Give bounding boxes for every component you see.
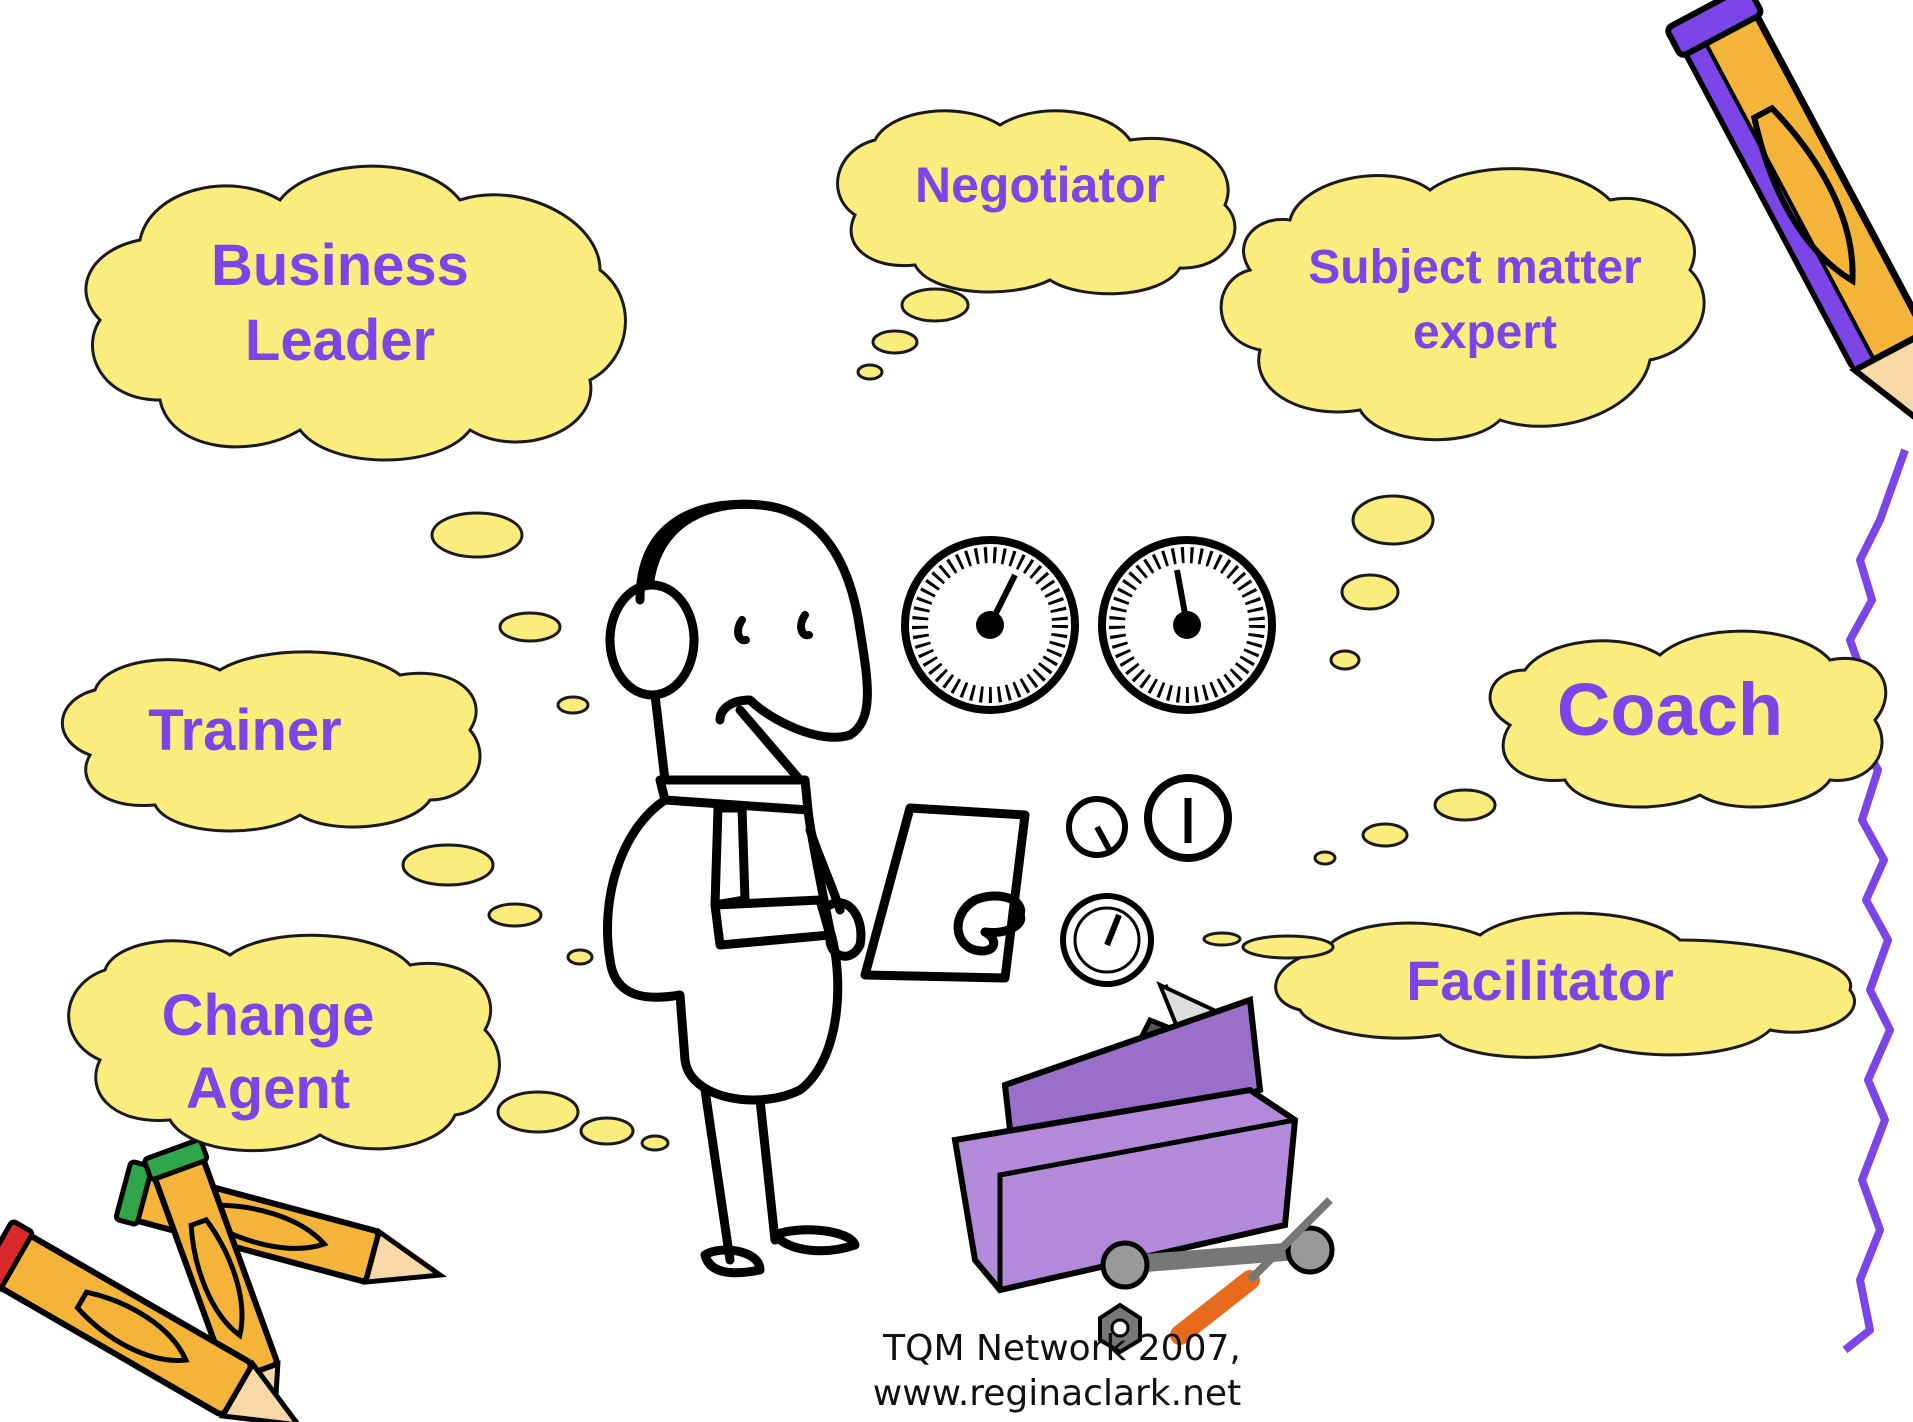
gauge-icon (1144, 774, 1232, 862)
purple-squiggle-line (1842, 448, 1909, 1354)
thought-dot (430, 511, 524, 559)
thought-dot (487, 902, 543, 928)
gauge-icon (1060, 893, 1154, 987)
thought-dot (579, 1116, 635, 1146)
bubble-label: Subject matter (1308, 241, 1641, 294)
bubble-trainer: Trainer (61, 650, 482, 833)
bubble-label: Agent (186, 1056, 350, 1121)
thought-dot (871, 329, 919, 355)
thought-dot (498, 611, 562, 643)
bubble-label: Facilitator (1406, 949, 1674, 1012)
footer-line-1: TQM Network 2007, (882, 1328, 1241, 1369)
thought-dot (1241, 934, 1335, 960)
gauge-icon (901, 536, 1079, 714)
thought-dot (1329, 649, 1361, 671)
thought-dot (1340, 573, 1400, 611)
person-with-headphones-illustration (603, 499, 1030, 1278)
bubble-label: Trainer (148, 698, 341, 763)
bubble-coach: Coach (1488, 629, 1888, 809)
toolbox-icon (951, 981, 1335, 1355)
pencil-icon (1665, 0, 1913, 438)
gauge-icon (1098, 536, 1276, 714)
thought-dot (1361, 822, 1409, 848)
bubble-subject-matter-expert: Subject matter expert (1219, 167, 1706, 442)
thought-dot (1202, 931, 1242, 947)
thought-dot (1351, 494, 1435, 546)
bubble-change-agent: Change Agent (67, 933, 501, 1153)
bubble-label: Coach (1557, 668, 1783, 751)
thought-dot (856, 363, 884, 381)
footer-line-2: www.reginaclark.net (873, 1373, 1241, 1414)
thought-dot (640, 1134, 670, 1152)
bubble-business-leader: Business Leader (84, 164, 627, 462)
pencil-icon (0, 1219, 304, 1422)
thought-dot (900, 287, 970, 323)
gauge-icon (1066, 796, 1128, 858)
bubble-label: Business (211, 233, 469, 298)
thought-dot (496, 1090, 580, 1134)
thought-dot (566, 948, 594, 966)
bubble-label: Leader (245, 308, 435, 373)
thought-dot (1433, 788, 1497, 822)
bubble-facilitator: Facilitator (1274, 911, 1856, 1059)
bubble-label: Change (162, 983, 375, 1048)
thought-dot (556, 695, 590, 715)
bubble-label: Negotiator (915, 157, 1165, 213)
thought-dot (1313, 850, 1337, 866)
thought-dot (401, 843, 495, 887)
bubble-label: expert (1413, 306, 1557, 359)
bubble-negotiator: Negotiator (836, 109, 1237, 296)
